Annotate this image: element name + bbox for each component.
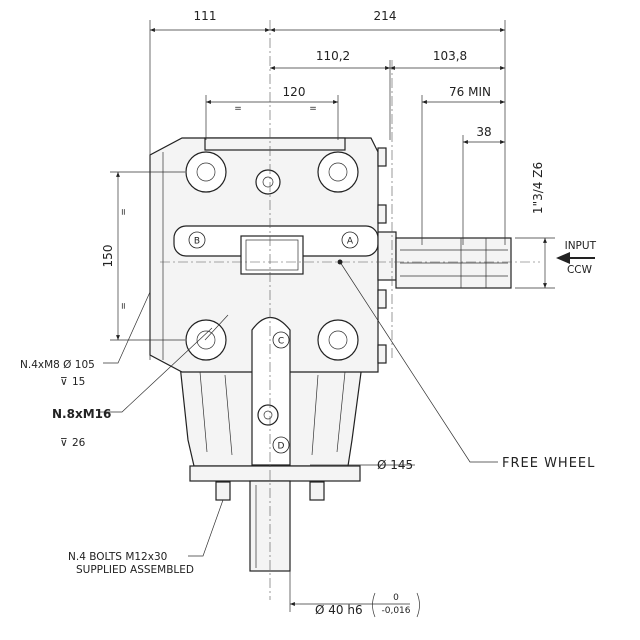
m16-depth-label: 26 xyxy=(72,437,86,449)
marker-a xyxy=(341,231,359,249)
m16-leader xyxy=(100,327,213,413)
annotations: 111 214 110,2 103,8 120 = = 76 MIN 38 1"… xyxy=(20,9,597,618)
mounting-flange xyxy=(189,465,361,482)
dim-145: Ø 145 xyxy=(377,458,413,472)
marker-b-letter: B xyxy=(194,237,200,247)
dim-input-shaft-spec: 1"3/4 Z6 xyxy=(531,162,545,214)
m8-leader xyxy=(103,291,151,364)
input-direction-arrow xyxy=(556,252,595,264)
leader-lines xyxy=(100,259,498,557)
dim-40-h6: Ø 40 h6 xyxy=(315,603,363,617)
bolts-label-line2: SUPPLIED ASSEMBLED xyxy=(76,564,194,576)
marker-d-letter: D xyxy=(278,442,285,452)
marker-a-letter: A xyxy=(347,237,354,247)
equal-mark-right: = xyxy=(309,104,317,114)
m8-depth-symbol: ⊽ xyxy=(60,376,68,388)
center-plate xyxy=(240,235,304,275)
free-wheel-label: FREE WHEEL xyxy=(502,456,595,471)
dim-38: 38 xyxy=(476,125,491,139)
bolt-hole-bottom-right xyxy=(317,319,359,361)
m8-depth-label: 15 xyxy=(72,376,85,388)
m16-depth-symbol: ⊽ xyxy=(60,437,68,449)
bolt-hole-top-right xyxy=(317,151,359,193)
tolerance-lower: -0,016 xyxy=(381,606,410,616)
bolt-holes xyxy=(185,151,359,501)
marker-c-letter: C xyxy=(278,337,284,347)
dim-110-2: 110,2 xyxy=(316,49,350,63)
assembled-bolt-right xyxy=(309,481,325,501)
dim-120: 120 xyxy=(283,85,306,99)
rotation-label: CCW xyxy=(567,264,593,276)
input-label: INPUT xyxy=(565,240,597,252)
top-lug xyxy=(204,137,346,151)
centerlines xyxy=(160,20,540,600)
marker-d xyxy=(272,436,290,454)
drain-plug xyxy=(257,404,279,426)
equal-mark-upper: = xyxy=(119,208,129,216)
assembled-bolt-left xyxy=(215,481,231,501)
dimension-lines xyxy=(116,28,547,606)
dim-76-min: 76 MIN xyxy=(449,85,491,99)
bolts-label-line1: N.4 BOLTS M12x30 xyxy=(68,551,167,563)
dim-150: 150 xyxy=(101,245,115,268)
bolt-hole-top-left xyxy=(185,151,227,193)
tolerance-upper: 0 xyxy=(393,593,399,603)
bolt-hole-bottom-left xyxy=(185,319,227,361)
dim-103-8: 103,8 xyxy=(433,49,467,63)
equal-mark-left: = xyxy=(234,104,242,114)
free-wheel-leader xyxy=(339,261,498,463)
m16-holes-label: N.8xM16 xyxy=(52,407,111,421)
bolts-leader xyxy=(188,499,224,557)
equal-mark-lower: = xyxy=(119,302,129,310)
marker-c xyxy=(272,331,290,349)
marker-b xyxy=(188,231,206,249)
gearbox-body xyxy=(149,137,397,482)
dim-214: 214 xyxy=(374,9,397,23)
fill-plug xyxy=(255,169,281,195)
dim-111: 111 xyxy=(194,9,217,23)
input-shaft xyxy=(395,237,512,289)
vertical-rib xyxy=(251,316,291,466)
m8-holes-label: N.4xM8 Ø 105 xyxy=(20,359,95,371)
